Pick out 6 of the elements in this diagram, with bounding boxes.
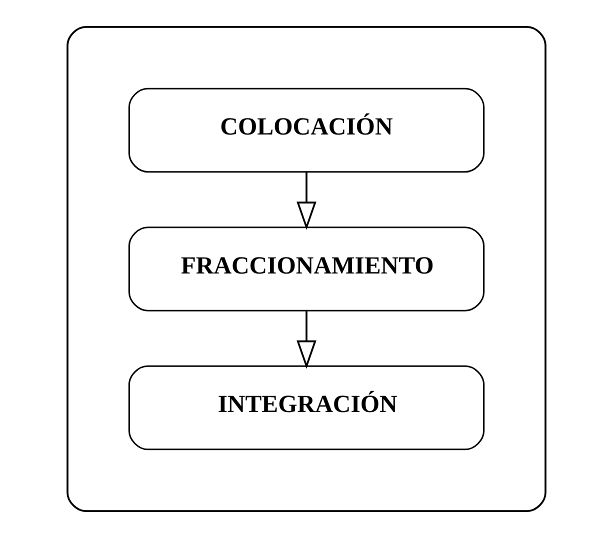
- arrow: [296, 172, 316, 230]
- arrow: [296, 311, 316, 369]
- cluster: [66, 26, 546, 512]
- node-box: INTEGRACIÓN: [128, 365, 484, 450]
- node-box: FRACCIONAMIENTO: [128, 226, 484, 312]
- node-box: COLOCACIÓN: [128, 88, 484, 173]
